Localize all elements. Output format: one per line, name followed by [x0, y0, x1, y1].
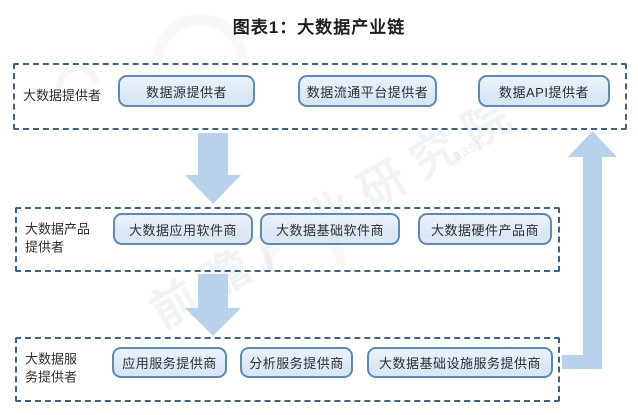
down-arrow-row2-to-row3: [185, 274, 241, 336]
node-data-circulation-platform-provider: 数据流通平台提供者: [298, 75, 437, 107]
up-elbow-arrow-row3-to-row1: [562, 131, 617, 369]
node-analysis-service-provider: 分析服务提供商: [240, 347, 353, 378]
down-arrow-row1-to-row2: [185, 133, 241, 204]
diagram-title: 图表1：大数据产业链: [232, 18, 406, 37]
watermark-fragment: 8395: [450, 134, 488, 164]
group-big-data-providers: 大数据提供者 数据源提供者 数据流通平台提供者 数据API提供者: [13, 63, 627, 130]
group-label: 大数据产品 提供者: [25, 220, 91, 255]
node-big-data-application-software-vendor: 大数据应用软件商: [113, 213, 253, 245]
group-label: 大数据提供者: [23, 87, 102, 103]
node-big-data-hardware-product-vendor: 大数据硬件产品商: [418, 213, 552, 245]
node-application-service-provider: 应用服务提供商: [112, 347, 227, 378]
node-data-api-provider: 数据API提供者: [478, 75, 610, 107]
group-big-data-service-providers: 大数据服 务提供者 应用服务提供商 分析服务提供商 大数据基础设施服务提供商: [15, 337, 560, 402]
group-label: 大数据服 务提供者: [25, 350, 78, 385]
node-big-data-infrastructure-service-provider: 大数据基础设施服务提供商: [367, 347, 553, 378]
node-big-data-basic-software-vendor: 大数据基础软件商: [260, 213, 400, 245]
group-big-data-product-providers: 大数据产品 提供者 大数据应用软件商 大数据基础软件商 大数据硬件产品商: [15, 207, 560, 272]
node-data-source-provider: 数据源提供者: [118, 75, 255, 107]
